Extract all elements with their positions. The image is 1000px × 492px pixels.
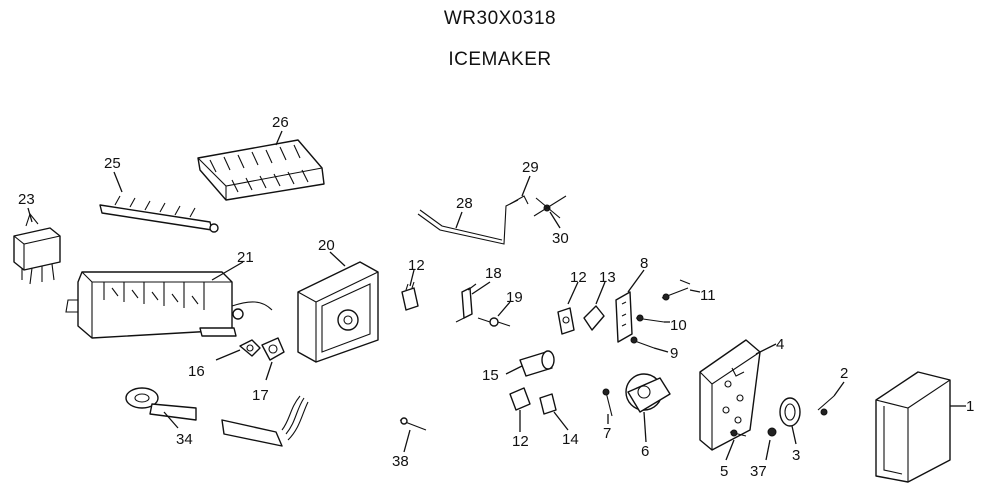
part-15-drawing [519, 350, 555, 377]
part-9-drawing [630, 336, 655, 349]
part-30-drawing [533, 195, 567, 219]
part-13-drawing [583, 305, 605, 331]
callout-16: 16 [188, 363, 205, 380]
callout-21: 21 [237, 249, 254, 266]
part-12a-drawing [401, 281, 419, 311]
part-7-drawing [602, 388, 613, 417]
callout-19: 19 [506, 289, 523, 306]
callout-2: 2 [840, 365, 848, 382]
callout-30: 30 [552, 230, 569, 247]
callout-10: 10 [670, 317, 687, 334]
callout-8: 8 [640, 255, 648, 272]
part-17-drawing [261, 337, 285, 361]
callout-1: 1 [966, 398, 974, 415]
part-10-drawing [635, 314, 665, 323]
callout-17: 17 [252, 387, 269, 404]
part-number-title: WR30X0318 [443, 8, 557, 29]
part-18-drawing [455, 283, 477, 323]
part-12b-drawing [557, 307, 575, 335]
callout-28: 28 [456, 195, 473, 212]
part-25-drawing [99, 195, 219, 233]
callout-13: 13 [599, 269, 616, 286]
callout-14: 14 [562, 431, 579, 448]
part-34-drawing [125, 387, 197, 421]
callout-9: 9 [670, 345, 678, 362]
callout-18: 18 [485, 265, 502, 282]
part-16-drawing [239, 339, 261, 357]
callout-5: 5 [720, 463, 728, 480]
part-12c-drawing [509, 387, 531, 411]
part-1-drawing [875, 371, 951, 483]
callout-11: 11 [700, 287, 716, 304]
wire-harness-drawing [221, 395, 309, 447]
part-2-drawing [817, 395, 835, 416]
part-19-drawing [477, 317, 511, 327]
part-38-drawing [399, 417, 427, 431]
part-8-drawing [615, 291, 633, 343]
part-26-drawing [197, 139, 325, 201]
assembly-name-title: ICEMAKER [448, 49, 552, 70]
part-4-drawing [699, 339, 761, 451]
callout-12-lower: 12 [512, 433, 529, 450]
callout-34: 34 [176, 431, 193, 448]
callout-12-middle: 12 [570, 269, 587, 286]
callout-23: 23 [18, 191, 35, 208]
callout-25: 25 [104, 155, 121, 172]
callout-29: 29 [522, 159, 539, 176]
part-37-drawing [767, 427, 777, 437]
part-3-drawing [779, 397, 801, 427]
part-23-drawing [13, 212, 61, 285]
callout-15: 15 [482, 367, 499, 384]
part-21-drawing [65, 271, 273, 339]
part-5-drawing [729, 429, 747, 437]
callout-6: 6 [641, 443, 649, 460]
callout-3: 3 [792, 447, 800, 464]
callout-12-upper: 12 [408, 257, 425, 274]
callout-4: 4 [776, 336, 784, 353]
part-29-drawing [509, 195, 529, 205]
callout-20: 20 [318, 237, 335, 254]
callout-7: 7 [603, 425, 611, 442]
part-14-drawing [539, 393, 557, 415]
callout-38: 38 [392, 453, 409, 470]
callout-26: 26 [272, 114, 289, 131]
part-11-drawing [661, 279, 691, 301]
part-6-drawing [625, 373, 671, 413]
part-20-drawing [297, 261, 379, 363]
callout-37: 37 [750, 463, 767, 480]
